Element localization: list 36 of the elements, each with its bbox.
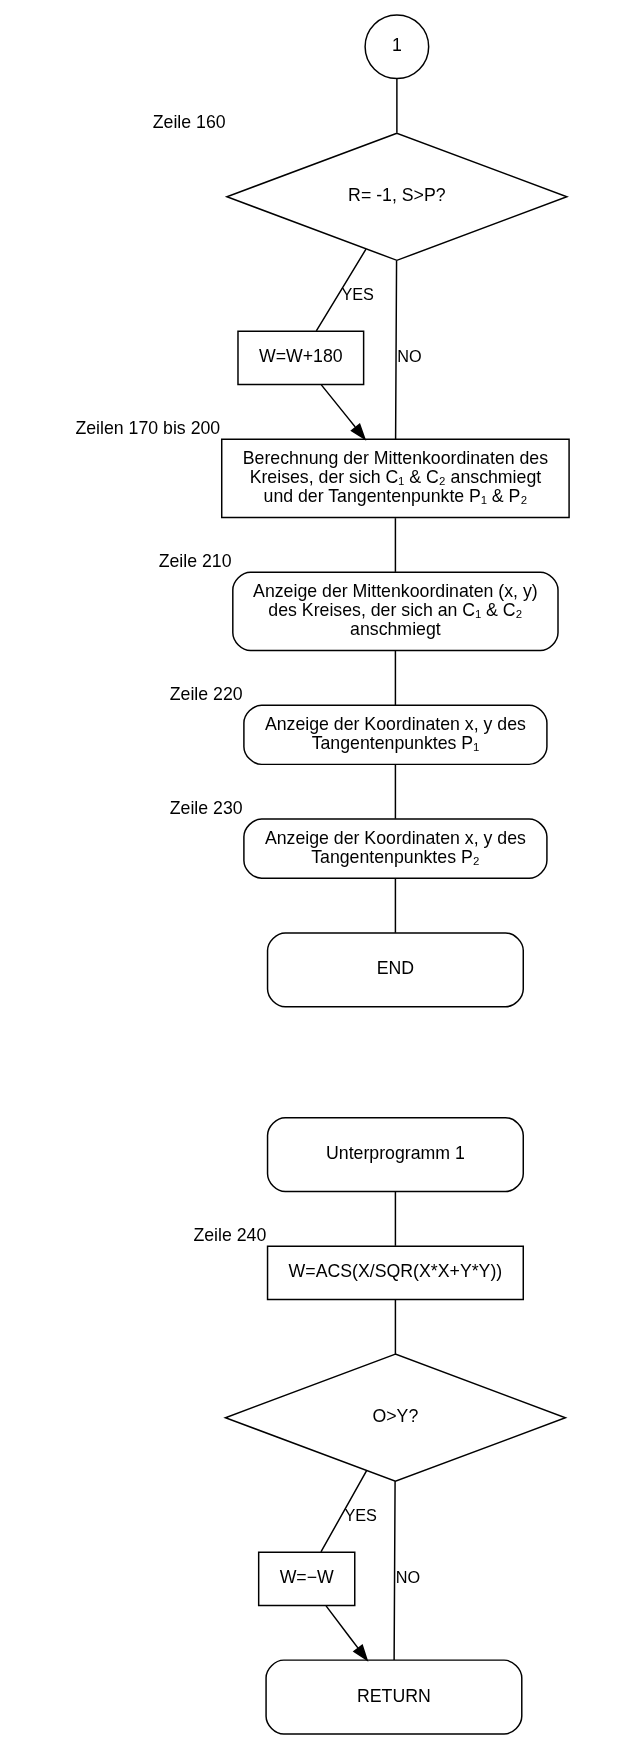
- connector: [394, 1191, 396, 1247]
- node-circle: 1: [363, 14, 429, 80]
- connector: [394, 260, 397, 440]
- node-box: W=ACS(X/SQR(X*X+Y*Y)): [266, 1245, 524, 1301]
- edge-label: NO: [395, 1567, 420, 1586]
- node-box: END: [266, 932, 524, 1008]
- node-label: Zeile 210: [158, 551, 232, 572]
- node-box: W=−W: [257, 1551, 355, 1607]
- node-label: Zeile 220: [169, 684, 243, 705]
- node-diamond: R= -1, S>P?: [224, 132, 569, 262]
- node-box: Unterprogramm 1: [266, 1116, 524, 1193]
- arrow: [324, 1605, 368, 1662]
- connector: [392, 1480, 396, 1661]
- connector: [394, 650, 396, 706]
- connector: [394, 878, 396, 934]
- connector: [395, 77, 398, 134]
- node-box: Anzeige der Koordinaten x, y des Tangentenpunktes P₁: [242, 704, 548, 766]
- node-box: Anzeige der Mittenkoordinaten (x, y) des Kreises, der sich an C₁ & C₂ anschmiegt: [231, 571, 559, 652]
- edge-label: YES: [343, 1505, 377, 1524]
- connector: [315, 248, 367, 332]
- connector: [319, 1469, 367, 1553]
- connector: [394, 764, 396, 820]
- connector: [394, 517, 396, 573]
- node-diamond: O>Y?: [222, 1353, 567, 1483]
- connector: [394, 1298, 396, 1355]
- node-label: Zeile 240: [192, 1225, 266, 1246]
- edge-label: YES: [340, 284, 374, 303]
- node-box: Anzeige der Koordinaten x, y des Tangentenpunktes P₂: [242, 818, 548, 879]
- node-box: Berechnung der Mittenkoordinaten des Kreises, der sich C₁ & C₂ anschmiegt und der Tangentenpunkte P₁ & P₂: [220, 438, 570, 519]
- node-label: Zeile 160: [152, 112, 226, 133]
- node-box: W=W+180: [236, 330, 364, 386]
- edge-label: NO: [396, 347, 422, 366]
- arrow: [320, 384, 366, 441]
- node-label: Zeilen 170 bis 200: [74, 418, 220, 439]
- node-label: Zeile 230: [169, 798, 243, 819]
- node-box: RETURN: [264, 1659, 523, 1735]
